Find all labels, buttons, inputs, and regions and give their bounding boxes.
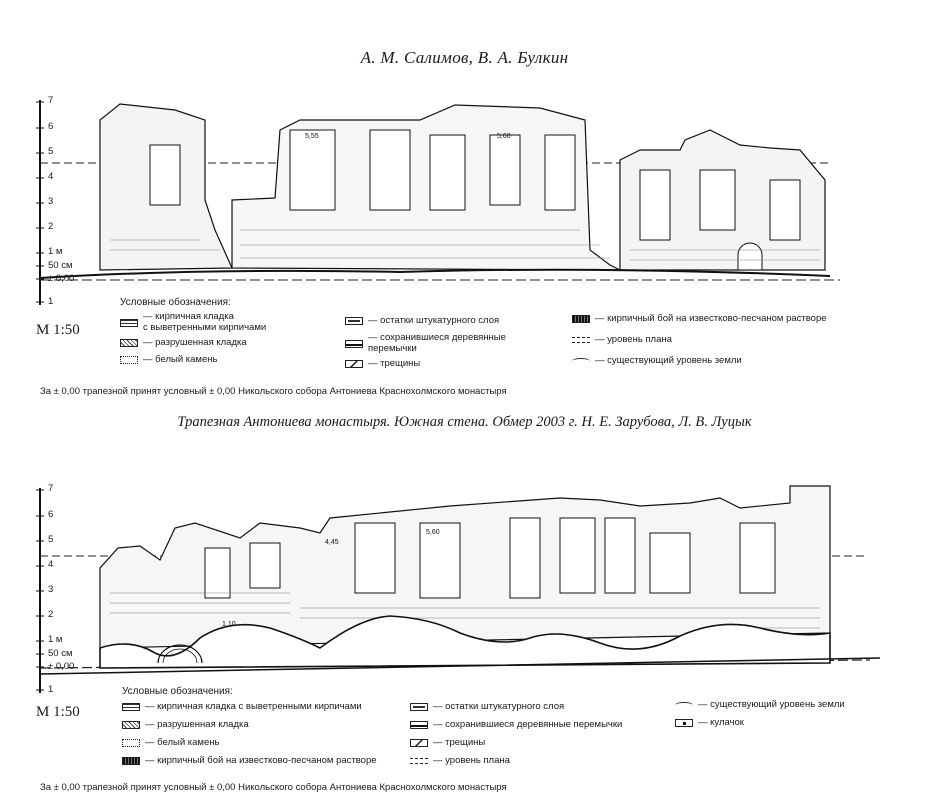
legend-item: — остатки штукатурного слоя — [410, 701, 650, 713]
ruined-masonry-swatch-icon — [120, 339, 138, 348]
legend-item: — кирпичный бой на известково-песчаном р… — [122, 755, 412, 767]
legend-item: — белый камень — [120, 354, 340, 366]
scale-label: М 1:50 — [36, 704, 80, 720]
legend-item: — разрушенная кладка — [120, 337, 340, 349]
legend-item: — существующий уровень земли — [675, 699, 915, 711]
legend-item: — кирпичный бой на известково-песчаном р… — [572, 313, 912, 325]
legend-item: — кулачок — [675, 717, 915, 729]
axis-tick: 3 — [48, 196, 54, 207]
figure-caption: Трапезная Антониева монастыря. Южная сте… — [177, 414, 752, 430]
plaster-swatch-icon — [410, 703, 428, 712]
axis-tick: 1 м — [48, 246, 63, 257]
plan-level-swatch-icon — [572, 337, 590, 344]
figure-1: 5,55 5,60 7 6 5 4 3 2 1 м 50 см ± 0,00 1… — [0, 90, 929, 410]
axis-tick: 2 — [48, 609, 54, 620]
legend-item: — сохранившиеся деревянные перемычки — [410, 719, 650, 731]
cracks-swatch-icon — [410, 739, 428, 748]
legend-item: — трещины — [410, 737, 650, 749]
legend-item: — кирпичная кладка с выветренными кирпич… — [122, 701, 412, 713]
scale-label: М 1:50 — [36, 322, 80, 338]
brick-masonry-swatch-icon — [120, 318, 138, 327]
elevation-mark: 5,55 — [305, 133, 319, 140]
legend-item: — уровень плана — [410, 755, 650, 767]
axis-tick: 7 — [48, 95, 54, 106]
brick-masonry-swatch-icon — [122, 703, 140, 712]
elevation-drawing-1: 5,55 5,60 — [36, 100, 840, 305]
authors-header: А. М. Салимов, В. А. Булкин — [360, 48, 569, 67]
axis-tick: 50 см — [48, 260, 73, 271]
legend-title: Условные обозначения: — [122, 686, 233, 697]
legend-item: — уровень плана — [572, 334, 912, 346]
elevation-mark: 4,45 — [325, 539, 339, 546]
legend-item: — существующий уровень земли — [572, 355, 912, 367]
axis-tick: 2 — [48, 221, 54, 232]
axis-tick: 3 — [48, 584, 54, 595]
elevation-mark: 5,60 — [426, 529, 440, 536]
cam-swatch-icon — [675, 719, 693, 728]
ruined-masonry-swatch-icon — [122, 721, 140, 730]
axis-tick: 1 — [48, 684, 54, 695]
legend-item: — кирпичная кладка с выветренными кирпич… — [120, 311, 340, 334]
reference-note: За ± 0,00 трапезной принят условный ± 0,… — [40, 386, 507, 397]
white-stone-swatch-icon — [120, 356, 138, 365]
axis-tick: 5 — [48, 146, 54, 157]
axis-tick: 1 — [48, 296, 54, 307]
legend-title: Условные обозначения: — [120, 297, 231, 308]
legend-item: — остатки штукатурного слоя — [345, 315, 555, 327]
axis-tick: 6 — [48, 509, 54, 520]
axis-tick: 4 — [48, 171, 54, 182]
wooden-lintels-swatch-icon — [410, 721, 428, 730]
white-stone-swatch-icon — [122, 739, 140, 748]
plaster-swatch-icon — [345, 317, 363, 326]
axis-tick: 1 м — [48, 634, 63, 645]
legend-item: — разрушенная кладка — [122, 719, 412, 731]
reference-note: За ± 0,00 трапезной принят условный ± 0,… — [40, 782, 507, 793]
axis-tick: 50 см — [48, 648, 73, 659]
wooden-lintels-swatch-icon — [345, 339, 363, 348]
axis-tick: 4 — [48, 559, 54, 570]
cracks-swatch-icon — [345, 360, 363, 369]
axis-tick: ± 0,00 — [48, 661, 75, 672]
elevation-mark: 1,10 — [222, 621, 236, 628]
brick-rubble-swatch-icon — [572, 315, 590, 324]
elevation-drawing-2: 4,45 5,60 1,10 — [36, 485, 881, 693]
axis-tick: 5 — [48, 534, 54, 545]
figure-2: 4,45 5,60 1,10 7 6 5 4 3 2 1 м 50 см ± 0… — [0, 478, 929, 798]
ground-level-swatch-icon — [675, 702, 693, 708]
axis-tick: ± 0,00 — [48, 273, 75, 284]
legend-item: — трещины — [345, 358, 555, 370]
ground-level-swatch-icon — [572, 358, 590, 364]
axis-tick: 6 — [48, 121, 54, 132]
elevation-mark: 5,60 — [497, 133, 511, 140]
legend-item: — белый камень — [122, 737, 412, 749]
axis-tick: 7 — [48, 483, 54, 494]
legend-item: — сохранившиеся деревянные перемычки — [345, 332, 555, 355]
plan-level-swatch-icon — [410, 758, 428, 765]
brick-rubble-swatch-icon — [122, 757, 140, 766]
